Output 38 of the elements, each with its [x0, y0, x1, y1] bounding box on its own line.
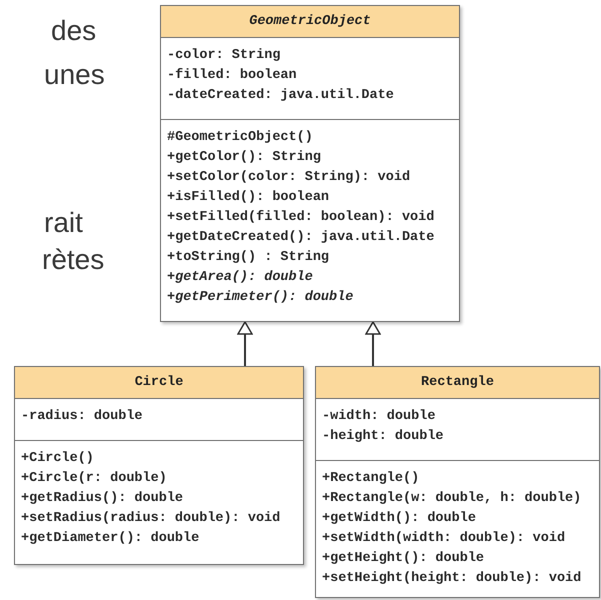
- inheritance-arrow: [365, 321, 381, 366]
- slide-text: rètes: [42, 243, 104, 277]
- member-text: +getRadius(): double: [21, 490, 184, 508]
- member-text: +getHeight(): double: [322, 550, 484, 568]
- member-text: +getDiameter(): double: [21, 530, 200, 548]
- member-text: +setFilled(filled: boolean): void: [167, 209, 434, 228]
- member-text: -color: String: [167, 47, 280, 65]
- class-name: Circle: [15, 367, 303, 399]
- member-text: +Rectangle(w: double, h: double): [322, 490, 582, 508]
- member-text: +getArea(): double: [167, 269, 313, 288]
- inheritance-arrow: [237, 321, 253, 366]
- member-text: +Circle(): [21, 450, 94, 468]
- member-text: +setWidth(width: double): void: [322, 530, 566, 548]
- slide-text: unes: [44, 58, 105, 92]
- member-text: +getPerimeter(): double: [167, 289, 354, 308]
- member-text: +getColor(): String: [167, 149, 321, 168]
- class-box: [315, 366, 600, 598]
- class-box: [14, 366, 304, 565]
- member-text: +setHeight(height: double): void: [322, 570, 582, 588]
- member-text: +setColor(color: String): void: [167, 169, 410, 188]
- class-name: Rectangle: [316, 367, 599, 399]
- member-text: -width: double: [322, 408, 436, 426]
- class-name: GeometricObject: [161, 6, 459, 38]
- member-text: +isFilled(): boolean: [167, 189, 330, 208]
- member-text: -filled: boolean: [167, 67, 297, 85]
- member-text: #GeometricObject(): [167, 129, 313, 148]
- member-text: +setRadius(radius: double): void: [21, 510, 280, 528]
- member-text: +Circle(r: double): [21, 470, 167, 488]
- member-text: -dateCreated: java.util.Date: [167, 87, 394, 105]
- slide-text: des: [51, 14, 96, 48]
- member-text: -height: double: [322, 428, 444, 446]
- slide-text: rait: [44, 206, 83, 240]
- member-text: +getWidth(): double: [322, 510, 476, 528]
- member-text: +Rectangle(): [322, 470, 420, 488]
- member-text: +getDateCreated(): java.util.Date: [167, 229, 434, 248]
- class-box: [160, 5, 460, 322]
- member-text: +toString() : String: [167, 249, 330, 268]
- member-text: -radius: double: [21, 408, 143, 426]
